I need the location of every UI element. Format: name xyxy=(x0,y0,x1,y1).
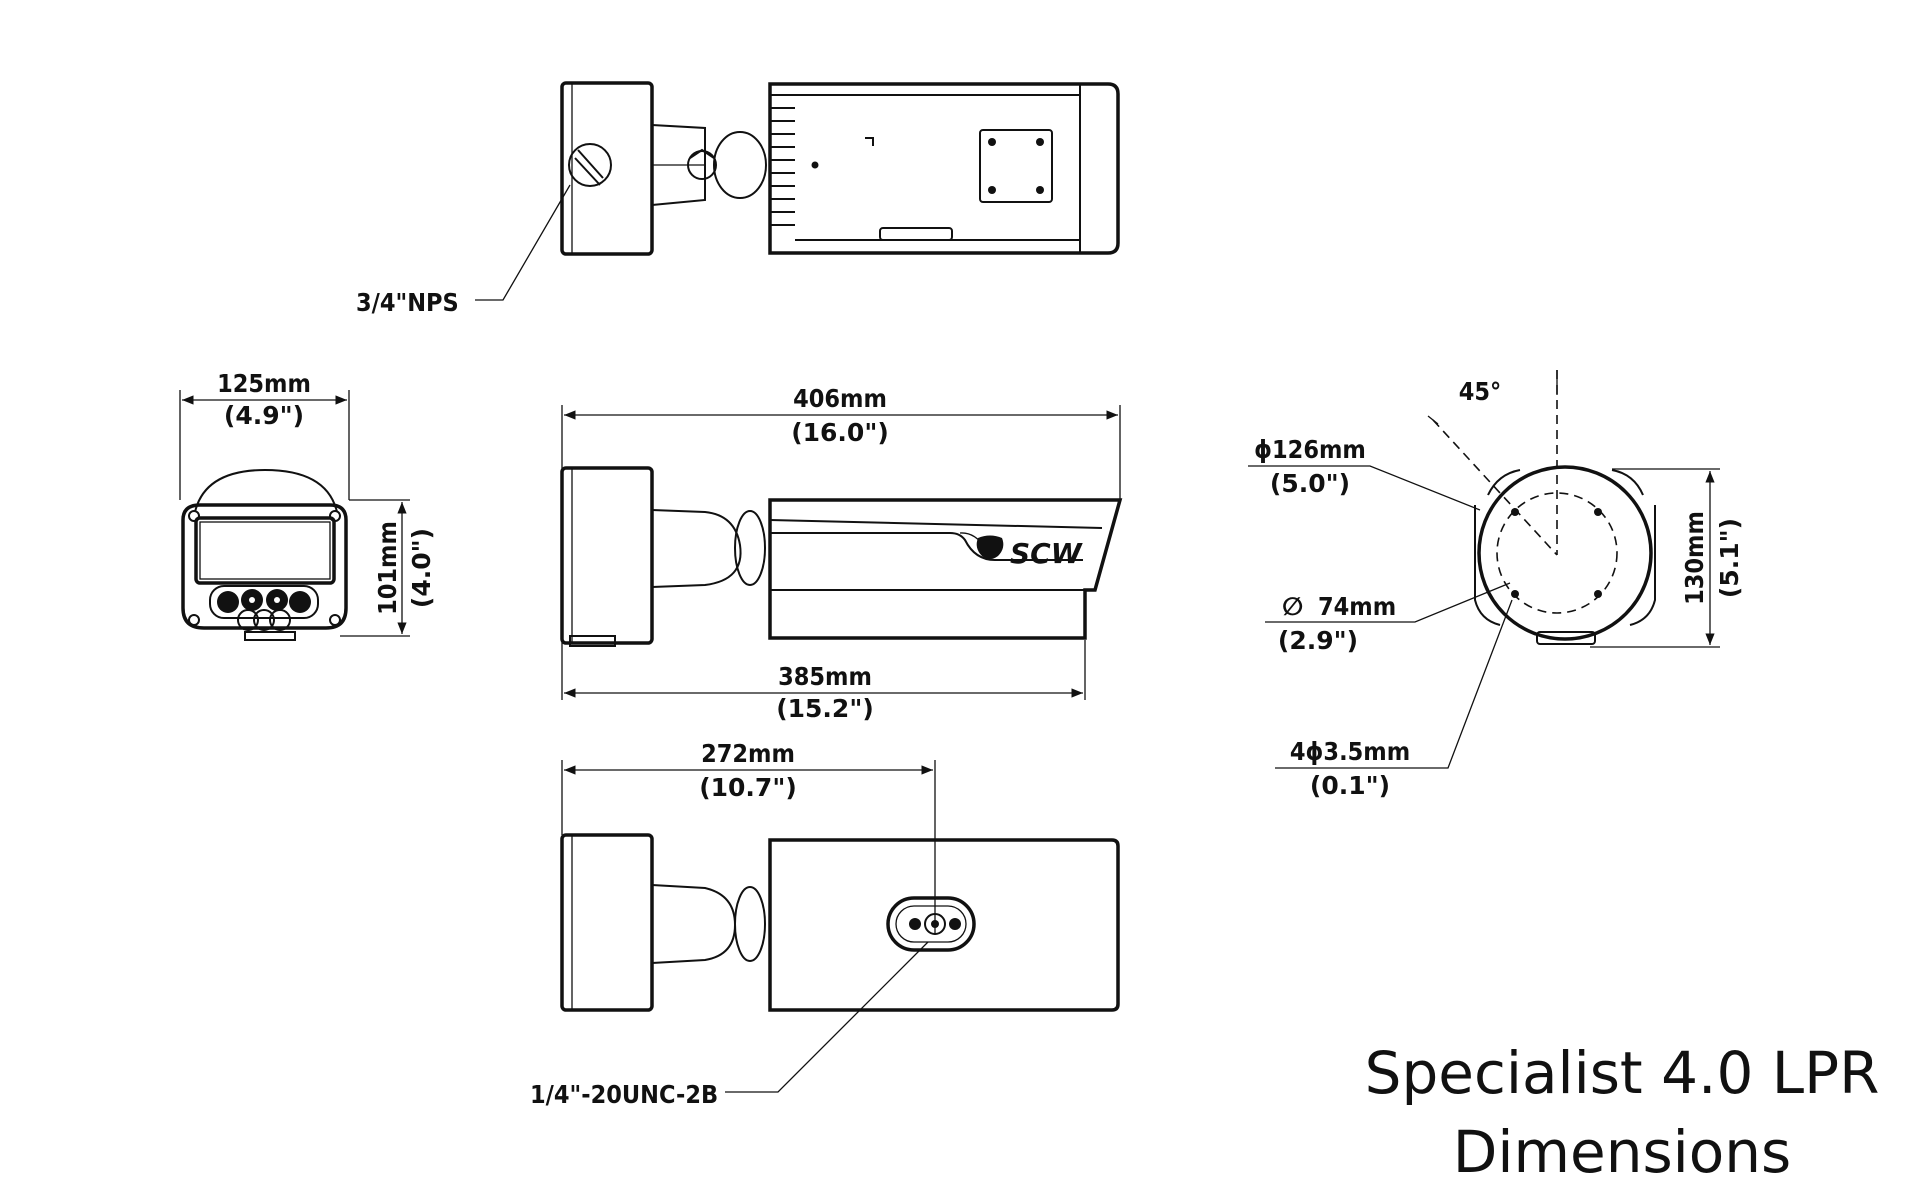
page-title-line1: Specialist 4.0 LPR xyxy=(1365,1039,1880,1107)
mount-offset-in: (10.7") xyxy=(699,773,797,802)
front-height-mm: 101mm xyxy=(373,521,402,615)
body-length-in: (15.2") xyxy=(776,694,874,723)
outer-diameter-mm: ϕ126mm xyxy=(1254,435,1366,464)
front-width-in: (4.9") xyxy=(224,401,304,430)
bolt-circle-symbol: ∅ xyxy=(1282,592,1303,621)
front-height-in: (4.0") xyxy=(407,528,436,608)
base-height-mm: 130mm xyxy=(1680,511,1709,605)
top-view: 3/4"NPS xyxy=(356,81,1120,317)
outer-diameter-in: (5.0") xyxy=(1270,469,1350,498)
front-view: 125mm (4.9") 101mm (4.0") xyxy=(179,369,436,641)
mount-offset-mm: 272mm xyxy=(701,739,795,768)
total-length-mm: 406mm xyxy=(793,384,887,413)
side-view: 406mm (16.0") SCW 385mm (15.2") xyxy=(560,384,1123,723)
base-view: 45° ϕ126mm (5.0") ∅ 74mm (2.9") 4ϕ3.5mm … xyxy=(1248,370,1744,800)
nps-callout-label: 3/4"NPS xyxy=(356,288,459,317)
body-length-mm: 385mm xyxy=(778,662,872,691)
bolt-circle-in: (2.9") xyxy=(1278,626,1358,655)
brand-logo: SCW xyxy=(1010,537,1083,570)
base-height-in: (5.1") xyxy=(1715,518,1744,598)
thread-callout-label: 1/4"-20UNC-2B xyxy=(530,1080,718,1109)
total-length-in: (16.0") xyxy=(791,418,889,447)
front-width-mm: 125mm xyxy=(217,369,311,398)
holes-in: (0.1") xyxy=(1310,771,1390,800)
bottom-view: 272mm (10.7") 1/4"-20UNC-2B xyxy=(530,739,1120,1109)
bolt-circle-mm: 74mm xyxy=(1318,592,1396,621)
page-title-line2: Dimensions xyxy=(1453,1118,1792,1186)
angle-label: 45° xyxy=(1459,377,1502,406)
holes-mm: 4ϕ3.5mm xyxy=(1290,737,1410,766)
